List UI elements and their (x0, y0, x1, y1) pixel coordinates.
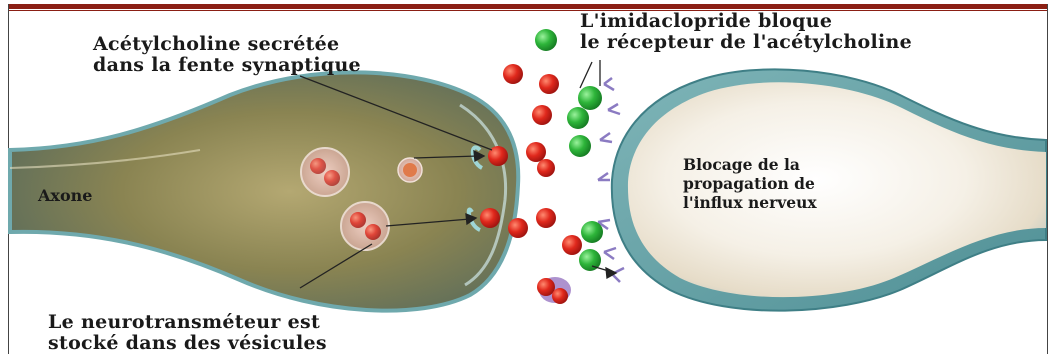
acetylcholine-label: Acétylcholine secrétée dans la fente syn… (93, 34, 361, 76)
axone-label: Axone (38, 188, 92, 204)
acetylcholine-label-line1: Acétylcholine secrétée (93, 33, 339, 55)
blocage-label-line3: l'influx nerveux (683, 193, 817, 212)
imidacloprid-label-line1: L'imidaclopride bloque (580, 10, 832, 32)
blocage-label: Blocage de la propagation de l'influx ne… (683, 155, 817, 212)
blocage-label-line1: Blocage de la (683, 155, 800, 174)
imidacloprid-label: L'imidaclopride bloque le récepteur de l… (580, 11, 912, 53)
postsynaptic-neuron (612, 69, 1046, 310)
neurotransmitter-label-line2: stocké dans des vésicules (48, 332, 327, 354)
imidacloprid-label-line2: le récepteur de l'acétylcholine (580, 31, 912, 53)
acetylcholine-label-line2: dans la fente synaptique (93, 54, 361, 76)
neurotransmitter-label-line1: Le neurotransméteur est (48, 311, 320, 333)
blocage-label-line2: propagation de (683, 174, 815, 193)
neurotransmitter-label: Le neurotransméteur est stocké dans des … (48, 312, 327, 354)
